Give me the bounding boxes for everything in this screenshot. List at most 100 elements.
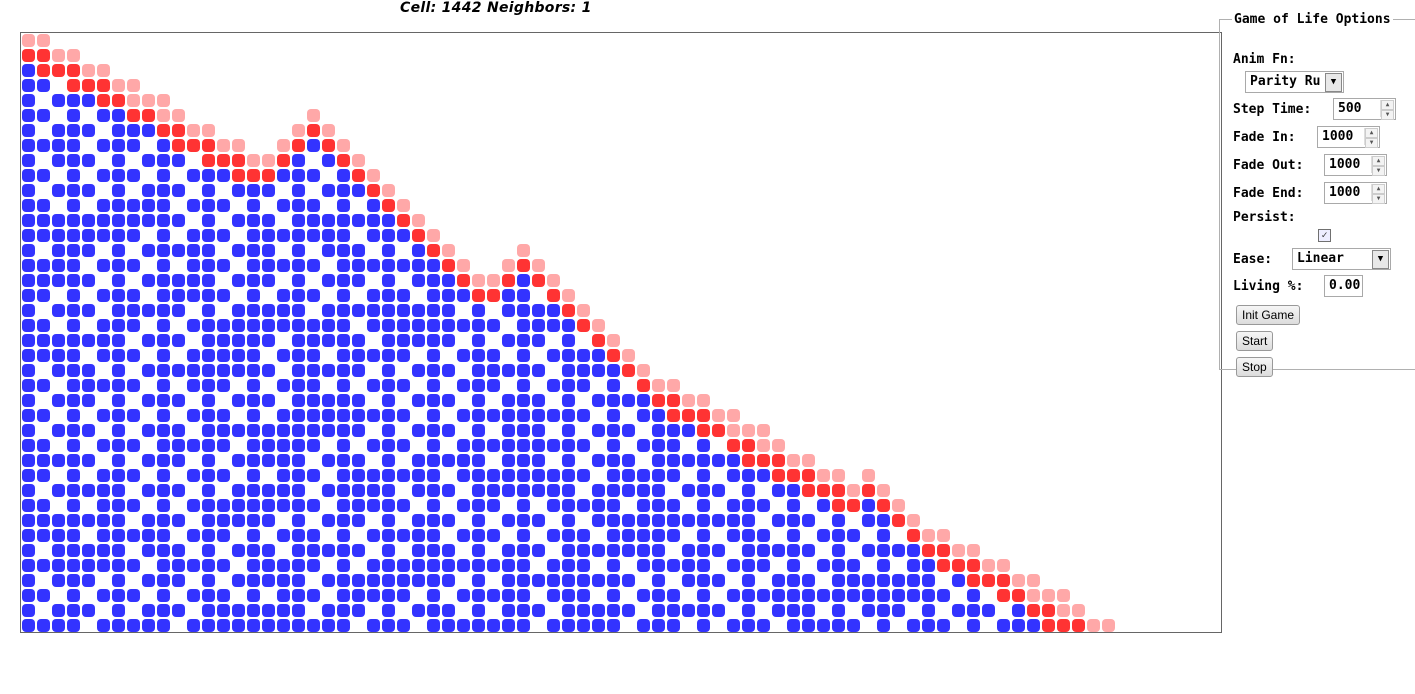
grid-cell[interactable] [652, 529, 665, 542]
grid-cell[interactable] [37, 289, 50, 302]
grid-cell[interactable] [382, 514, 395, 527]
grid-cell[interactable] [172, 124, 185, 137]
grid-cell[interactable] [562, 379, 575, 392]
grid-cell[interactable] [157, 514, 170, 527]
grid-cell[interactable] [367, 484, 380, 497]
grid-cell[interactable] [847, 619, 860, 632]
grid-cell[interactable] [172, 109, 185, 122]
grid-cell[interactable] [22, 469, 35, 482]
grid-cell[interactable] [52, 424, 65, 437]
grid-cell[interactable] [577, 559, 590, 572]
grid-cell[interactable] [352, 349, 365, 362]
anim-fn-select[interactable]: Parity Ru ▼ [1245, 71, 1344, 93]
grid-cell[interactable] [172, 214, 185, 227]
grid-cell[interactable] [442, 394, 455, 407]
grid-cell[interactable] [247, 334, 260, 347]
grid-cell[interactable] [157, 424, 170, 437]
grid-cell[interactable] [157, 229, 170, 242]
grid-cell[interactable] [127, 559, 140, 572]
grid-cell[interactable] [787, 469, 800, 482]
grid-cell[interactable] [292, 589, 305, 602]
grid-cell[interactable] [502, 484, 515, 497]
grid-cell[interactable] [757, 454, 770, 467]
grid-cell[interactable] [517, 439, 530, 452]
grid-cell[interactable] [367, 574, 380, 587]
grid-cell[interactable] [52, 259, 65, 272]
grid-cell[interactable] [1042, 589, 1055, 602]
grid-cell[interactable] [382, 439, 395, 452]
grid-cell[interactable] [547, 379, 560, 392]
grid-cell[interactable] [532, 469, 545, 482]
grid-cell[interactable] [262, 259, 275, 272]
grid-cell[interactable] [307, 124, 320, 137]
grid-cell[interactable] [307, 214, 320, 227]
grid-cell[interactable] [292, 334, 305, 347]
grid-cell[interactable] [262, 439, 275, 452]
grid-cell[interactable] [37, 514, 50, 527]
grid-cell[interactable] [397, 499, 410, 512]
grid-cell[interactable] [562, 319, 575, 332]
fade-in-input[interactable]: 1000 ▲▼ [1317, 126, 1380, 148]
grid-cell[interactable] [307, 259, 320, 272]
grid-cell[interactable] [547, 289, 560, 302]
grid-cell[interactable] [457, 259, 470, 272]
grid-cell[interactable] [247, 184, 260, 197]
grid-cell[interactable] [292, 259, 305, 272]
grid-cell[interactable] [307, 439, 320, 452]
grid-cell[interactable] [37, 49, 50, 62]
grid-cell[interactable] [442, 319, 455, 332]
grid-cell[interactable] [97, 169, 110, 182]
grid-cell[interactable] [472, 529, 485, 542]
grid-cell[interactable] [322, 274, 335, 287]
grid-cell[interactable] [337, 514, 350, 527]
grid-cell[interactable] [922, 529, 935, 542]
grid-cell[interactable] [397, 199, 410, 212]
grid-cell[interactable] [427, 604, 440, 617]
grid-cell[interactable] [157, 199, 170, 212]
grid-cell[interactable] [52, 304, 65, 317]
grid-cell[interactable] [82, 559, 95, 572]
grid-cell[interactable] [442, 544, 455, 557]
grid-cell[interactable] [187, 499, 200, 512]
grid-cell[interactable] [397, 529, 410, 542]
grid-cell[interactable] [517, 424, 530, 437]
grid-cell[interactable] [22, 394, 35, 407]
grid-cell[interactable] [787, 604, 800, 617]
grid-cell[interactable] [142, 529, 155, 542]
grid-cell[interactable] [172, 364, 185, 377]
grid-cell[interactable] [112, 334, 125, 347]
grid-cell[interactable] [232, 304, 245, 317]
grid-cell[interactable] [97, 559, 110, 572]
spin-down-icon[interactable]: ▼ [1365, 138, 1378, 148]
grid-cell[interactable] [97, 94, 110, 107]
grid-cell[interactable] [457, 319, 470, 332]
grid-cell[interactable] [757, 559, 770, 572]
grid-cell[interactable] [697, 604, 710, 617]
grid-cell[interactable] [562, 454, 575, 467]
grid-cell[interactable] [832, 484, 845, 497]
grid-cell[interactable] [487, 319, 500, 332]
grid-cell[interactable] [367, 319, 380, 332]
grid-cell[interactable] [802, 454, 815, 467]
grid-cell[interactable] [247, 619, 260, 632]
grid-cell[interactable] [82, 454, 95, 467]
grid-cell[interactable] [472, 604, 485, 617]
grid-cell[interactable] [382, 379, 395, 392]
grid-cell[interactable] [667, 469, 680, 482]
grid-cell[interactable] [622, 484, 635, 497]
grid-cell[interactable] [367, 589, 380, 602]
grid-cell[interactable] [682, 514, 695, 527]
grid-cell[interactable] [427, 574, 440, 587]
grid-cell[interactable] [592, 604, 605, 617]
grid-cell[interactable] [367, 619, 380, 632]
grid-cell[interactable] [517, 499, 530, 512]
grid-cell[interactable] [517, 244, 530, 257]
grid-cell[interactable] [937, 559, 950, 572]
grid-cell[interactable] [37, 79, 50, 92]
grid-cell[interactable] [22, 274, 35, 287]
grid-cell[interactable] [922, 544, 935, 557]
grid-cell[interactable] [172, 154, 185, 167]
grid-cell[interactable] [877, 484, 890, 497]
grid-cell[interactable] [217, 469, 230, 482]
grid-cell[interactable] [262, 544, 275, 557]
